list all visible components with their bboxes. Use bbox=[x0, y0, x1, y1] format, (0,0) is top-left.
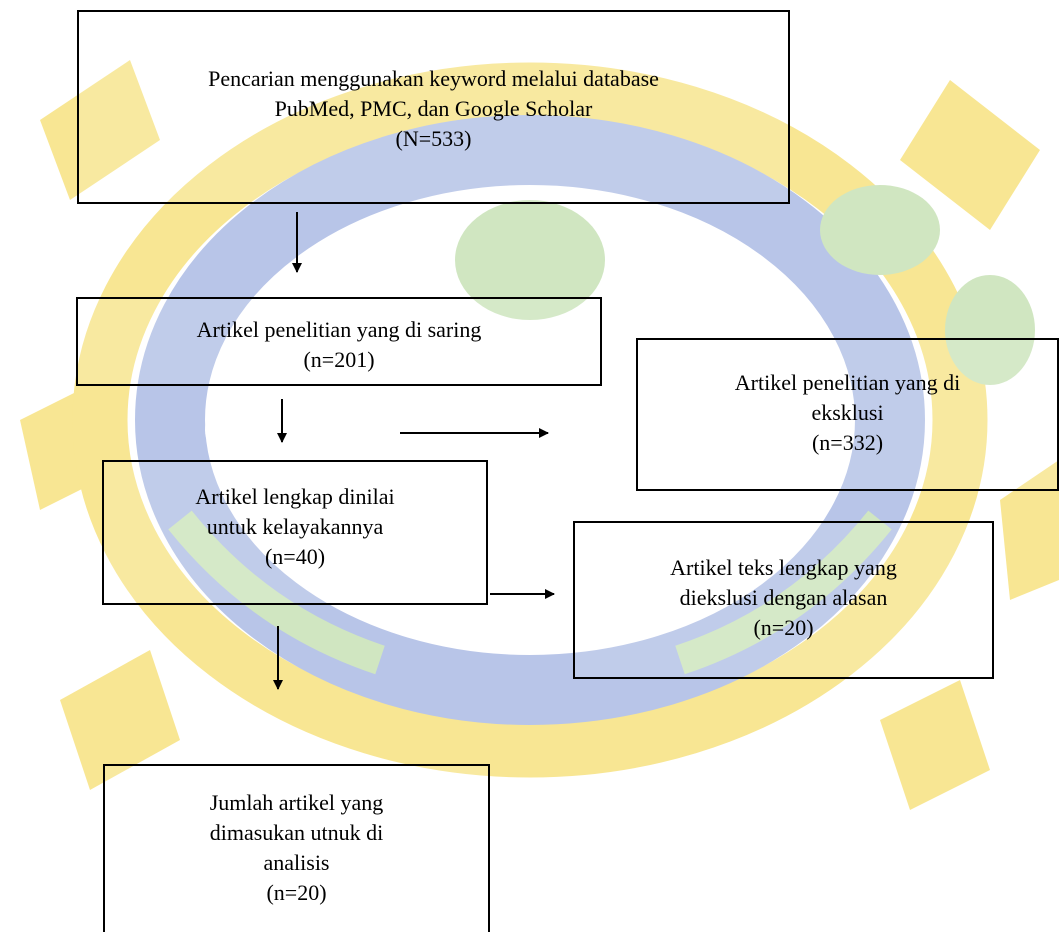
included-box-line-2: dimasukan utnuk di bbox=[209, 820, 384, 845]
screened-box: Artikel penelitian yang di saring (n=201… bbox=[76, 297, 602, 386]
excluded-box-count: (n=332) bbox=[811, 430, 884, 455]
seal-leaf-right bbox=[945, 275, 1035, 385]
eligibility-box: Artikel lengkap dinilai untuk kelayakann… bbox=[102, 460, 488, 605]
search-box: Pencarian menggunakan keyword melalui da… bbox=[77, 10, 790, 204]
included-box-count: (n=20) bbox=[266, 880, 327, 905]
seal-emblem bbox=[455, 200, 605, 320]
excluded-box: Artikel penelitian yang di eksklusi (n=3… bbox=[636, 338, 1059, 491]
seal-branch-left bbox=[168, 510, 385, 675]
excluded-box-line-2: eksklusi bbox=[811, 400, 884, 425]
search-box-line-1: Pencarian menggunakan keyword melalui da… bbox=[208, 66, 659, 91]
seal-rays bbox=[20, 60, 1059, 810]
seal-inner-ring bbox=[135, 115, 925, 725]
screened-box-count: (n=201) bbox=[303, 347, 375, 372]
included-box-line-3: analisis bbox=[263, 850, 330, 875]
eligibility-box-line-1: Artikel lengkap dinilai bbox=[195, 484, 395, 509]
seal-branch-right bbox=[675, 510, 892, 675]
fulltext-excluded-box-line-1: Artikel teks lengkap yang bbox=[670, 555, 897, 580]
fulltext-excluded-box-line-2: diekslusi dengan alasan bbox=[679, 585, 888, 610]
eligibility-box-line-2: untuk kelayakannya bbox=[206, 514, 384, 539]
fulltext-excluded-box: Artikel teks lengkap yang diekslusi deng… bbox=[573, 521, 994, 679]
search-box-line-2: PubMed, PMC, dan Google Scholar bbox=[274, 96, 593, 121]
included-box-line-1: Jumlah artikel yang bbox=[209, 790, 384, 815]
eligibility-box-count: (n=40) bbox=[264, 544, 326, 569]
included-box: Jumlah artikel yang dimasukan utnuk di a… bbox=[103, 764, 490, 932]
screened-box-line-1: Artikel penelitian yang di saring bbox=[196, 317, 482, 342]
fulltext-excluded-box-count: (n=20) bbox=[753, 615, 814, 640]
seal-ring bbox=[72, 62, 988, 778]
seal-dot-left bbox=[205, 392, 295, 468]
search-box-count: (N=533) bbox=[395, 126, 472, 151]
excluded-box-line-1: Artikel penelitian yang di bbox=[734, 370, 961, 395]
seal-leaf-top bbox=[820, 185, 940, 275]
